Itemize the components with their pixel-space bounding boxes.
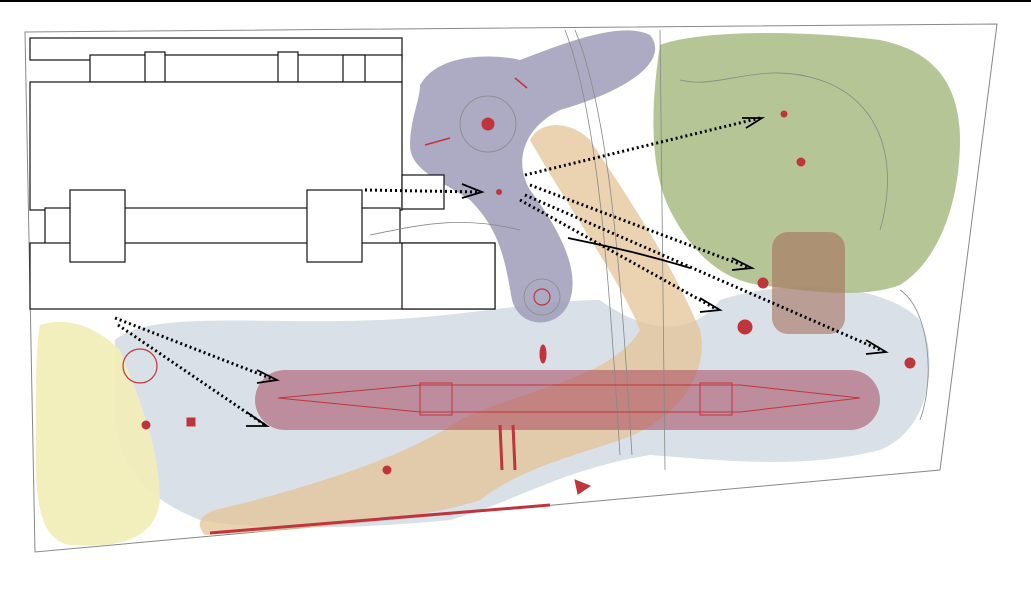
buildings bbox=[29, 37, 496, 310]
zone-brown bbox=[772, 232, 845, 334]
axis-outline bbox=[277, 382, 861, 416]
arrowheads bbox=[246, 117, 889, 427]
zone-maroon-axis bbox=[255, 370, 880, 430]
zone-purple bbox=[410, 30, 656, 323]
zone-yellow bbox=[35, 321, 160, 546]
zone-tan bbox=[199, 125, 702, 535]
red-features bbox=[122, 77, 916, 535]
zone-green bbox=[653, 33, 960, 293]
top-border bbox=[0, 0, 1031, 2]
dotted-arrows bbox=[114, 116, 886, 427]
site-boundary bbox=[24, 23, 998, 553]
path-outlines bbox=[369, 29, 929, 471]
